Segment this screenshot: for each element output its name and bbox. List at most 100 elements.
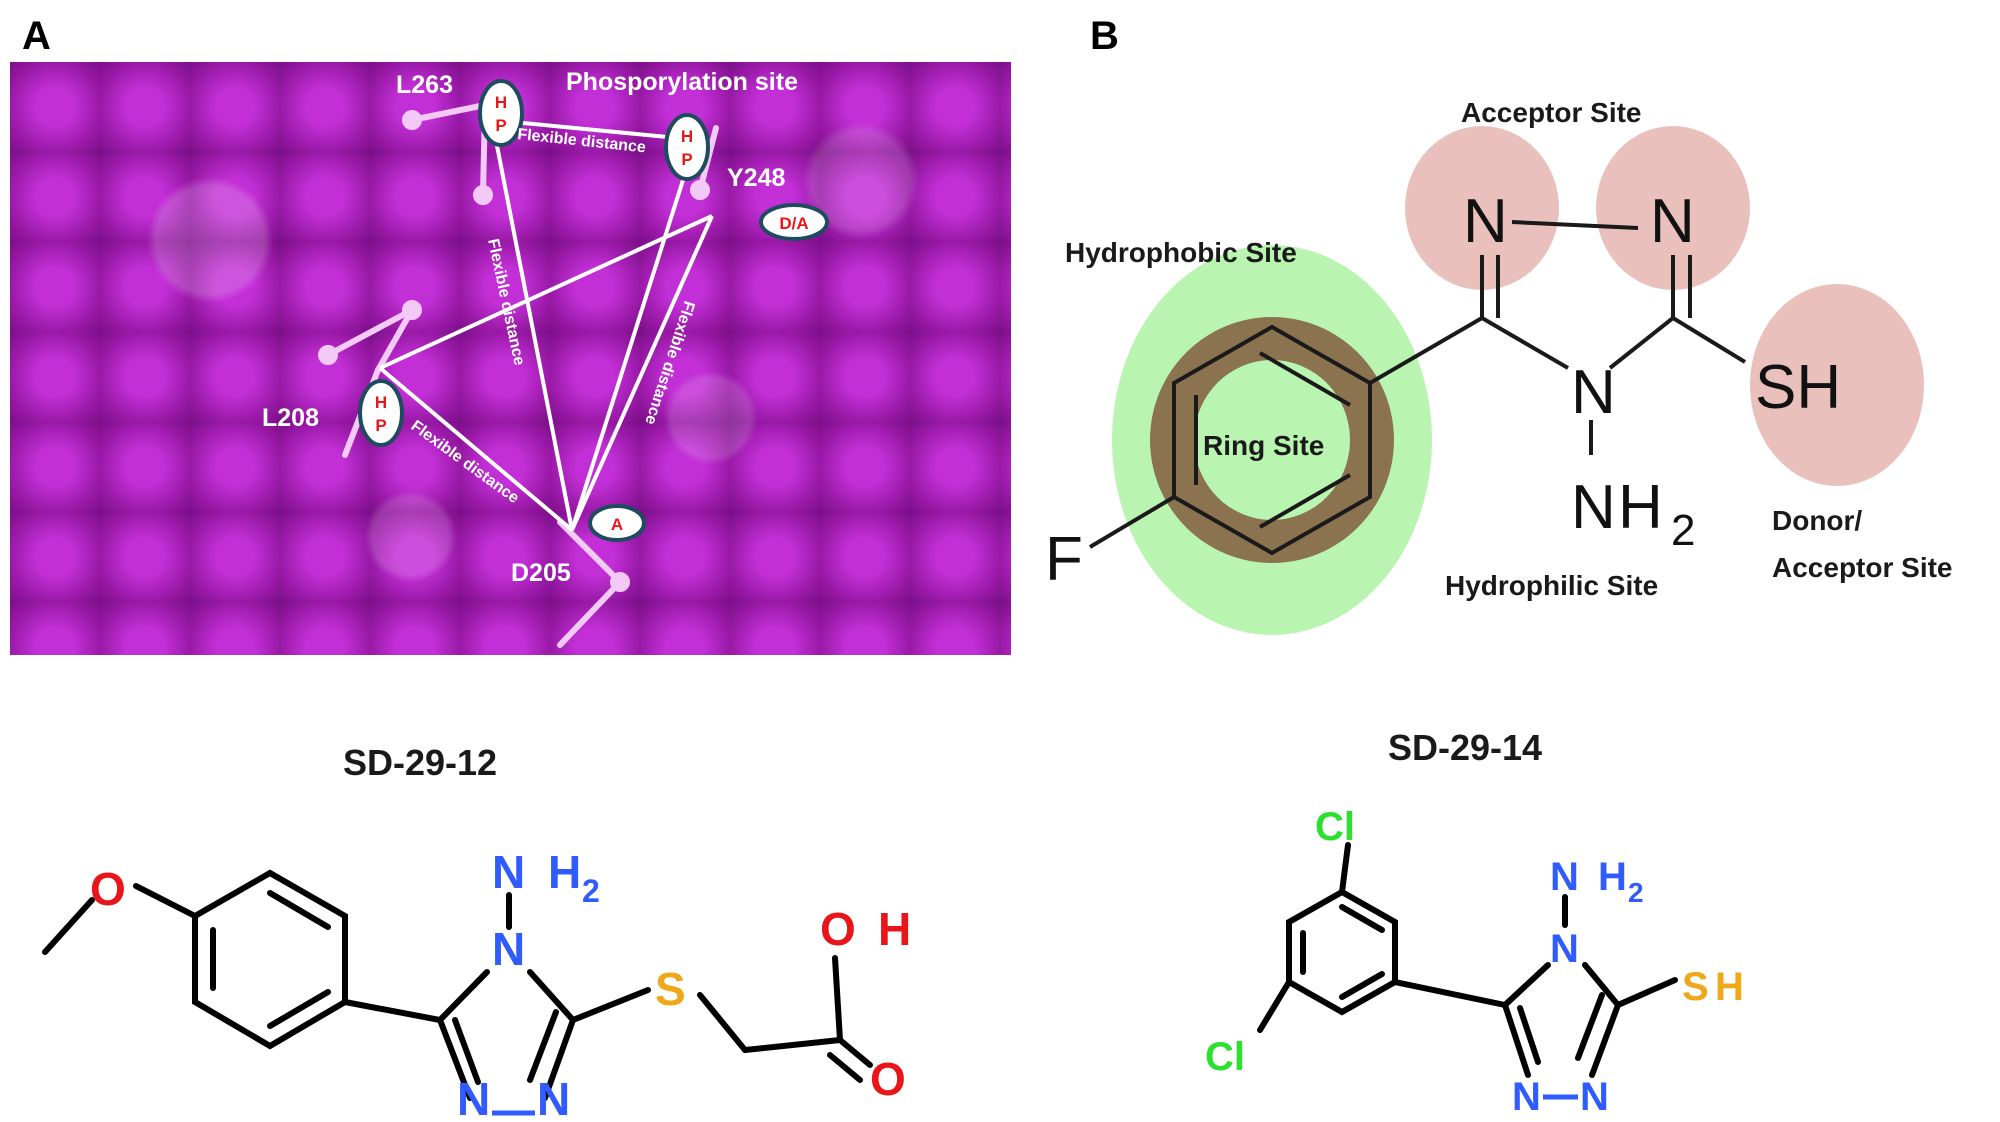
bond-ring-cl-top bbox=[1339, 842, 1351, 895]
hydrophobic-site-label: Hydrophobic Site bbox=[1065, 237, 1297, 268]
line-da-d205 bbox=[570, 215, 714, 531]
hydrophilic-site-label: Hydrophilic Site bbox=[1445, 570, 1658, 601]
bond-c-o-double-b bbox=[827, 1052, 863, 1083]
donor-site-label-line2: Acceptor Site bbox=[1772, 552, 1953, 583]
ring-region-inner bbox=[1194, 360, 1350, 520]
svg-text:P: P bbox=[681, 150, 692, 169]
bond-ring-triazole bbox=[1392, 979, 1508, 1008]
flexible-distance-label-right: Flexible distance bbox=[641, 299, 697, 427]
atom-n4: N bbox=[1571, 358, 1616, 427]
svg-text:P: P bbox=[375, 416, 386, 435]
bond-c-n4-right bbox=[1582, 962, 1621, 1008]
flexible-distance-label-bottom: Flexible distance bbox=[408, 417, 522, 507]
atom-ball bbox=[318, 345, 338, 365]
line-da-l208 bbox=[379, 214, 713, 370]
residue-label-y248: Y248 bbox=[727, 164, 785, 192]
panel-b-letter: B bbox=[1090, 14, 1119, 58]
atom-f: F bbox=[1045, 525, 1083, 594]
atom-ball bbox=[690, 180, 710, 200]
atom-n4: N bbox=[492, 923, 525, 975]
atom-sh-s: S bbox=[1682, 965, 1709, 1009]
svg-text:P: P bbox=[495, 116, 506, 135]
atom-nh2-n: N bbox=[492, 846, 525, 898]
line-y248-d205 bbox=[570, 157, 692, 531]
stick-l263-a bbox=[409, 102, 488, 123]
atom-oh-h: H bbox=[878, 903, 911, 955]
atom-nh2-n: N bbox=[1550, 855, 1579, 899]
dichlorophenyl-ring bbox=[1286, 888, 1398, 1016]
phosphorylation-site-label: Phosporylation site bbox=[566, 68, 798, 96]
a-badge: A bbox=[588, 504, 646, 542]
bond-c-n1 bbox=[437, 1017, 473, 1101]
compound-sd-29-12: SD-29-12 O N H 2 N S O H O N N bbox=[42, 742, 911, 1120]
compound-title-sd-29-14: SD-29-14 bbox=[1388, 727, 1542, 768]
bond-c-f bbox=[1088, 495, 1176, 549]
atom-cl-top: Cl bbox=[1315, 805, 1355, 849]
atom-n1: N bbox=[457, 1073, 490, 1120]
residue-label-l208: L208 bbox=[262, 404, 319, 432]
bond-c-o-double-a bbox=[837, 1037, 873, 1068]
atom-oh-o: O bbox=[820, 903, 856, 955]
svg-text:A: A bbox=[611, 515, 623, 534]
atom-o-methoxy: O bbox=[90, 863, 126, 915]
da-badge: D/A bbox=[759, 203, 829, 241]
acceptor-region-right bbox=[1596, 126, 1750, 290]
stick-l208-a bbox=[325, 307, 415, 358]
svg-text:H: H bbox=[495, 93, 507, 112]
bond-n2-c bbox=[1589, 1002, 1621, 1078]
hp-badge-left: H P bbox=[358, 379, 404, 447]
bond-c-s bbox=[570, 987, 651, 1023]
residue-label-d205: D205 bbox=[511, 559, 571, 587]
stick-d205-a bbox=[557, 519, 623, 585]
bond-c-n4 bbox=[437, 969, 490, 1023]
bond-ch2-c bbox=[742, 1037, 843, 1053]
atom-sh-h: H bbox=[1715, 965, 1744, 1009]
bond-c-n4-right bbox=[1608, 316, 1675, 370]
residue-label-l263: L263 bbox=[396, 71, 453, 99]
bond-c-n4-right bbox=[527, 969, 576, 1023]
atom-nh2-h: H bbox=[1598, 855, 1627, 899]
atom-sh: SH bbox=[1755, 353, 1841, 422]
atom-nh2-h: H bbox=[1618, 473, 1663, 542]
atom-n2: N bbox=[537, 1073, 570, 1120]
bond-n1-n2 bbox=[1511, 220, 1639, 230]
bond-c-n1 bbox=[1502, 1002, 1531, 1078]
bond-c-s bbox=[1615, 977, 1678, 1008]
bond-o-ch3 bbox=[42, 897, 95, 955]
atom-ball bbox=[610, 572, 630, 592]
methoxyphenyl-ring bbox=[192, 869, 348, 1050]
atom-nh2-subscript: 2 bbox=[582, 873, 600, 909]
bond-ring-triazole bbox=[1368, 316, 1484, 385]
acceptor-region-left bbox=[1405, 126, 1559, 290]
atom-n4: N bbox=[1550, 927, 1579, 971]
line-l208-d205 bbox=[378, 366, 574, 532]
panel-a-letter: A bbox=[22, 14, 51, 58]
bond-ring-cl-bottom bbox=[1257, 979, 1292, 1033]
bond-s-ch2 bbox=[697, 992, 748, 1053]
bond-c-s bbox=[1671, 316, 1747, 364]
panel-a-pharmacophore-overlay: H P H P H P D/A A L263 Phosporylation si… bbox=[262, 68, 829, 648]
bond-c-n4-left bbox=[1480, 316, 1570, 370]
atom-n1: N bbox=[1512, 1075, 1541, 1119]
atom-s: S bbox=[655, 963, 686, 1015]
compound-title-sd-29-12: SD-29-12 bbox=[343, 742, 497, 783]
atom-n2: N bbox=[1650, 187, 1695, 256]
bond-ring-o bbox=[133, 883, 198, 919]
svg-text:H: H bbox=[681, 127, 693, 146]
protein-surface-image bbox=[10, 62, 1011, 655]
atom-n2: N bbox=[1580, 1075, 1609, 1119]
atom-nh2-n: N bbox=[1571, 473, 1616, 542]
panel-b-scaffold-diagram: N N N N H 2 SH F Acceptor Site Hydrophob… bbox=[1045, 97, 1953, 635]
atom-cl-bottom: Cl bbox=[1205, 1035, 1245, 1079]
atom-nh2-h: H bbox=[548, 846, 581, 898]
bond-c-oh bbox=[832, 955, 843, 1043]
bond-n2-c bbox=[542, 1017, 576, 1101]
bond-c-n4 bbox=[1502, 962, 1551, 1008]
atom-o-carbonyl: O bbox=[870, 1053, 906, 1105]
ring-site-label: Ring Site bbox=[1203, 430, 1324, 461]
donor-site-label-line1: Donor/ bbox=[1772, 505, 1862, 536]
atom-ball bbox=[402, 300, 422, 320]
svg-text:H: H bbox=[375, 393, 387, 412]
hp-badge-mid: H P bbox=[664, 113, 710, 181]
atom-ball bbox=[402, 110, 422, 130]
